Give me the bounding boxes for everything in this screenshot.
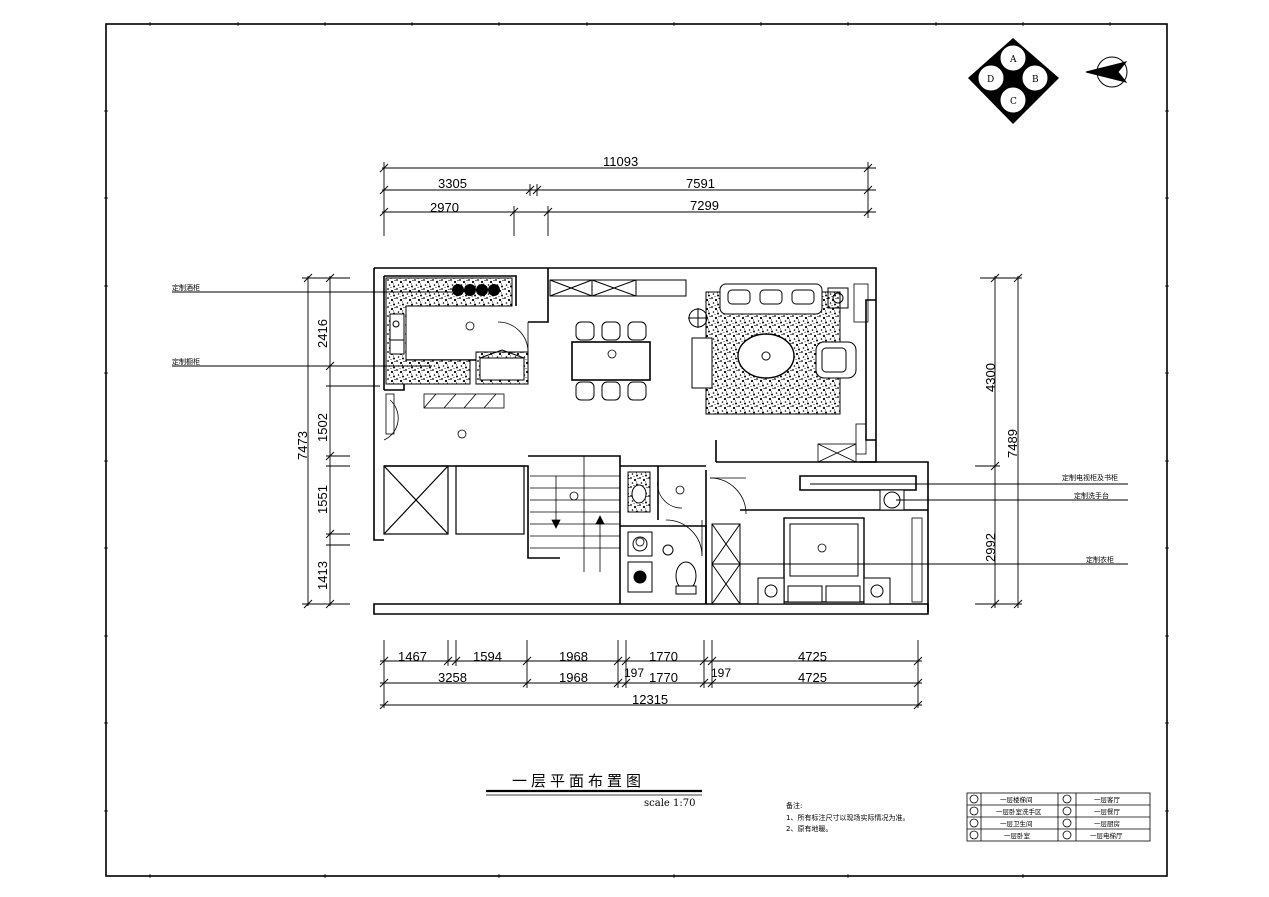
dim-bottom-r1-a: 1467 (398, 649, 427, 664)
legend-2-b: 一层厨房 (1094, 819, 1120, 828)
callout-wine-cabinet: 定制酒柜 (172, 283, 200, 292)
sink-icon (389, 313, 405, 355)
drawing-title: 一层平面布置图 (512, 772, 645, 790)
notes-heading: 备注: (786, 801, 802, 810)
callout-kitchen-cabinet: 定制橱柜 (172, 357, 200, 366)
bed (757, 517, 891, 605)
dim-bottom-r2-d: 1770 (649, 670, 678, 685)
legend-1-b: 一层餐厅 (1094, 807, 1121, 816)
dim-bottom-r2-b: 1968 (559, 670, 588, 685)
dim-bottom-r1-e: 1770 (649, 649, 678, 664)
notes-line-1: 1、所有标注尺寸以现场实际情况为准。 (786, 813, 909, 822)
dim-left-c: 1551 (315, 485, 330, 514)
kitchen-counters (385, 277, 529, 385)
callout-washbasin: 定制洗手台 (1074, 491, 1109, 500)
dim-bottom-r1-f: 197 (711, 666, 731, 680)
callout-lines (172, 291, 1128, 565)
dining-table (571, 321, 651, 401)
callout-tv-bookcase: 定制电视柜及书柜 (1062, 473, 1118, 482)
bedroom-plants (385, 393, 923, 603)
legend-2-a: 一层卫生间 (1000, 819, 1033, 828)
north-arrow-icon (1085, 56, 1128, 88)
right-dimensions (975, 273, 1023, 609)
dim-bottom-r2-a: 3258 (438, 670, 467, 685)
living-plants (817, 283, 869, 463)
compass-label-d: D (987, 75, 994, 85)
notes-line-2: 2、原有地暖。 (786, 824, 832, 833)
stove-icon (452, 284, 500, 296)
side-table-lamp-icon (688, 287, 849, 328)
dim-right-b: 2992 (983, 533, 998, 562)
dim-right-a: 4300 (983, 363, 998, 392)
drawing-frame (104, 22, 1169, 878)
dim-bottom-r2-f: 4725 (798, 670, 827, 685)
legend-1-a: 一层卧室洗手区 (996, 807, 1042, 816)
bottom-dimensions (379, 640, 923, 710)
dim-right-total: 7489 (1005, 429, 1020, 458)
dim-bottom-r1-c: 1968 (559, 649, 588, 664)
dim-bottom-total: 12315 (632, 692, 668, 707)
legend-0-a: 一层楼梯间 (1000, 795, 1033, 804)
orientation-compass: A B C D (968, 38, 1059, 124)
dim-top-r1-b: 7591 (686, 176, 715, 191)
dim-bottom-r1-g: 4725 (798, 649, 827, 664)
compass-label-c: C (1010, 97, 1017, 107)
elevator-shafts (383, 465, 525, 535)
wine-cabinet (549, 279, 687, 297)
dim-top-r2-a: 2970 (430, 200, 459, 215)
dim-left-total: 7473 (295, 431, 310, 460)
bedroom-wardrobe (711, 523, 741, 605)
dim-left-d: 1413 (315, 561, 330, 590)
legend-3-a: 一层卧室 (1004, 831, 1031, 840)
kitchen-shelf (423, 393, 505, 409)
dim-top-r2-b: 7299 (690, 198, 719, 213)
compass-label-a: A (1009, 55, 1017, 65)
legend-0-b: 一层客厅 (1094, 795, 1121, 804)
doors (383, 321, 747, 557)
dim-left-b: 1502 (315, 413, 330, 442)
dim-top-total: 11093 (603, 154, 638, 169)
left-dimensions (302, 273, 380, 609)
tv-stand-living (691, 337, 713, 389)
staircase (530, 456, 620, 572)
bathroom-fixtures (627, 471, 697, 595)
room-tags (457, 321, 827, 553)
bedroom-basin (879, 489, 905, 511)
dim-bottom-r1-b: 1594 (473, 649, 502, 664)
compass-label-b: B (1032, 75, 1039, 85)
armchair (815, 341, 857, 379)
sofa (719, 283, 823, 315)
drawing-scale: scale 1:70 (644, 798, 695, 809)
dim-top-r1-a: 3305 (438, 176, 467, 191)
legend-3-b: 一层电梯厅 (1090, 831, 1123, 840)
top-dimensions (379, 162, 876, 236)
callout-wardrobe: 定制衣柜 (1086, 555, 1114, 564)
dim-left-a: 2416 (315, 319, 330, 348)
legend-table (966, 792, 1151, 842)
dim-bottom-r1-d: 197 (624, 666, 644, 680)
